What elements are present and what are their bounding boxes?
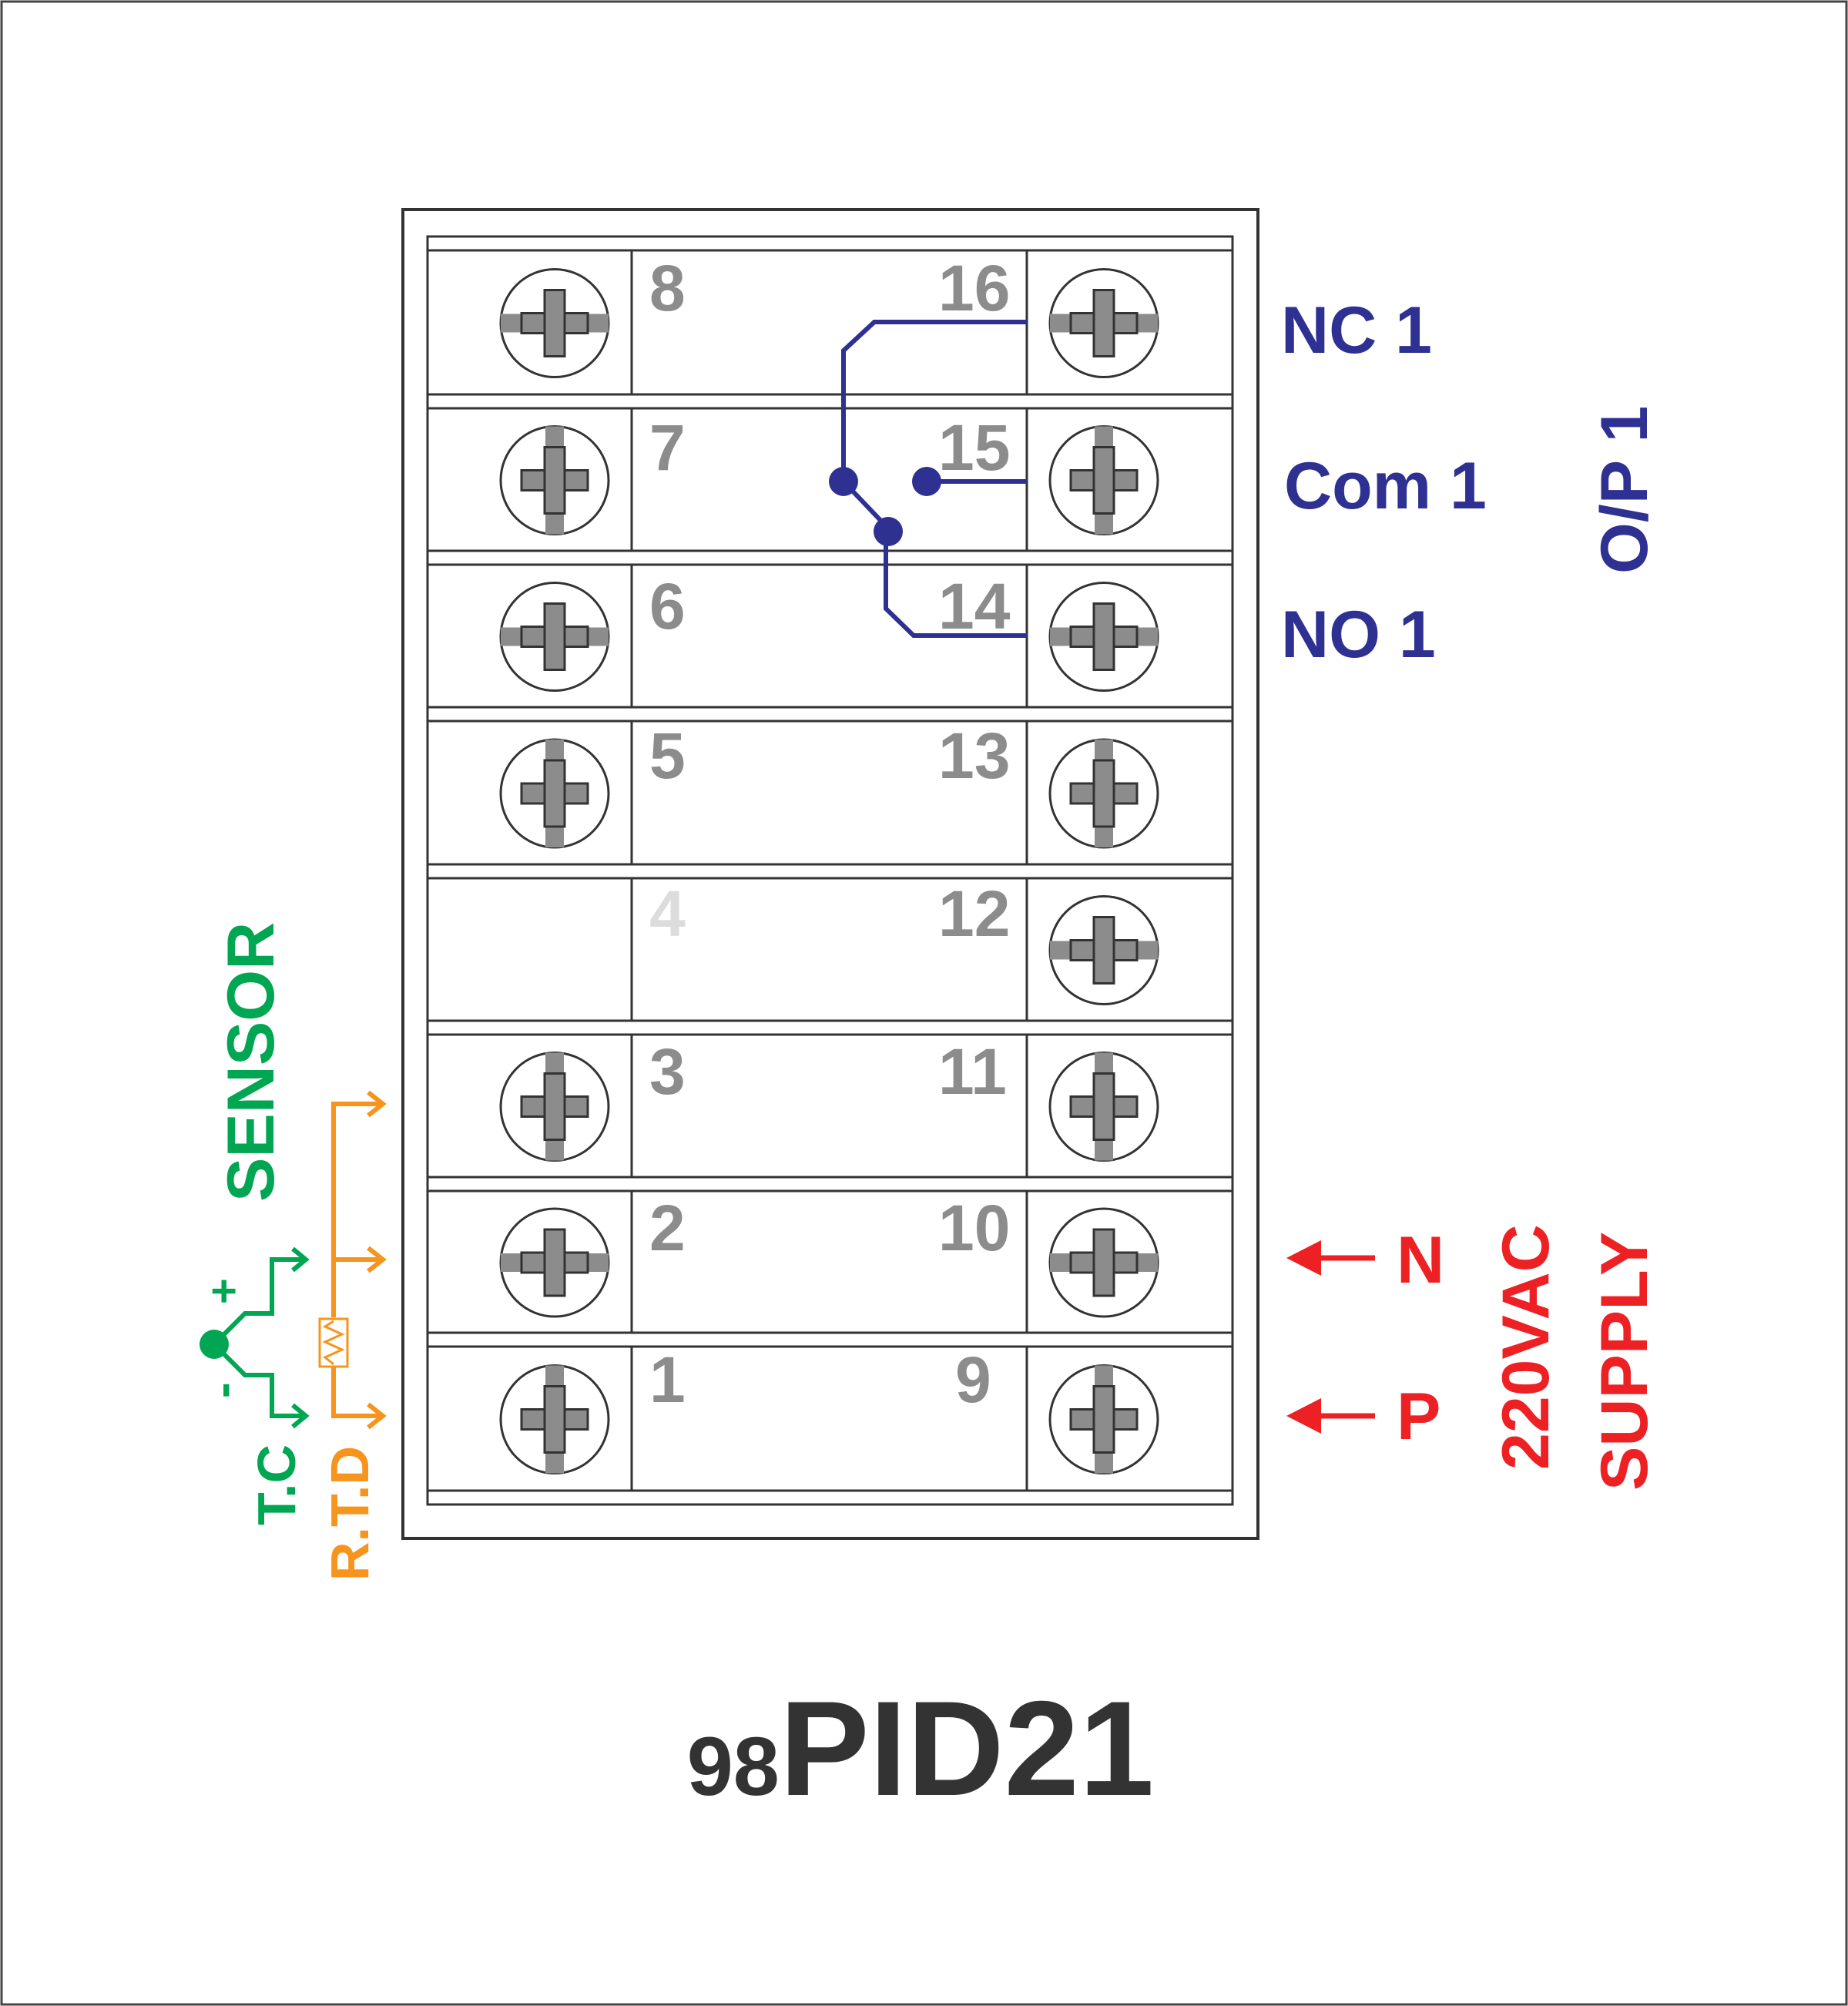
rtd-wire-top [331, 1102, 380, 1317]
supply-labels: N P 220VAC SUPPLY [1397, 1223, 1662, 1491]
screw-icon-2 [499, 1207, 610, 1318]
tc-label: T.C [247, 1444, 307, 1525]
no-label: NO 1 [1281, 598, 1436, 672]
tc-minus-label: - [196, 1382, 250, 1398]
screw-icon-8 [499, 268, 610, 378]
rtd-wire-bottom [331, 1367, 380, 1418]
sensor-label: SENSOR [214, 922, 288, 1202]
separator-rail [426, 1176, 1234, 1193]
terminal-numbers: 8 7 6 5 4 3 2 1 16 15 14 13 12 11 10 9 [649, 252, 1011, 1416]
terminal-number-14: 14 [938, 570, 1011, 642]
separator-rail [426, 549, 1234, 566]
model-prefix: 98 [687, 1719, 780, 1813]
output-labels: NC 1 Com 1 NO 1 O/P 1 [1281, 294, 1662, 672]
rtd-arrowhead-1 [367, 1402, 387, 1430]
supply-voltage-label: 220VAC [1489, 1224, 1563, 1470]
tc-plus-wire [212, 1257, 303, 1347]
sensor-labels: SENSOR + - T.C R.T.D [196, 922, 380, 1581]
screw-icon-9 [1048, 1364, 1159, 1474]
tc-junction-dot [200, 1330, 229, 1359]
tc-arrowhead-plus [291, 1246, 310, 1273]
screw-icon-13 [1048, 738, 1159, 849]
output-group-label: O/P 1 [1588, 406, 1662, 574]
screw-icon-3 [499, 1052, 610, 1162]
rtd-label: R.T.D [320, 1446, 380, 1581]
terminal-number-9: 9 [955, 1343, 991, 1416]
terminal-number-5: 5 [649, 720, 686, 792]
separator-rail [426, 393, 1234, 410]
phase-label: P [1397, 1380, 1441, 1454]
separator-rail [426, 863, 1234, 880]
terminal-number-16: 16 [938, 252, 1010, 324]
terminal-box-4 [426, 877, 633, 1022]
screw-icon-14 [1048, 582, 1159, 692]
relay-contact-dots [829, 467, 941, 546]
nc-wire [841, 320, 1027, 481]
terminal-number-6: 6 [649, 570, 686, 642]
terminal-number-8: 8 [649, 252, 686, 324]
screw-icon-15 [1048, 425, 1159, 535]
terminal-number-4: 4 [649, 877, 686, 950]
tc-minus-wire [212, 1342, 303, 1418]
left-terminal-column [426, 249, 633, 1492]
terminal-number-13: 13 [938, 720, 1010, 792]
neutral-label: N [1397, 1223, 1444, 1297]
tc-wiring [212, 1246, 310, 1429]
tc-plus-label: + [199, 1278, 249, 1304]
screw-icon-6 [499, 582, 610, 692]
com-label: Com 1 [1284, 449, 1487, 523]
terminal-number-7: 7 [649, 411, 686, 484]
relay-pivot-dot [829, 467, 858, 496]
rtd-arrowhead-2 [367, 1246, 387, 1273]
neutral-arrow-head [1286, 1240, 1321, 1276]
terminal-number-3: 3 [649, 1035, 686, 1108]
terminal-number-15: 15 [938, 411, 1010, 484]
terminal-number-12: 12 [938, 877, 1010, 950]
separator-rail [426, 1331, 1234, 1348]
screw-icon-10 [1048, 1207, 1159, 1318]
relay-arm-dot [874, 517, 903, 546]
separator-rail [426, 1019, 1234, 1036]
separator-rail [426, 235, 1234, 252]
model-name: 98PID21 [687, 1674, 1155, 1824]
no-wire [884, 532, 1027, 638]
rtd-resistor-icon [318, 1317, 349, 1368]
rtd-wiring [331, 1090, 387, 1430]
relay-com-dot [912, 467, 941, 496]
nc-label: NC 1 [1281, 294, 1432, 367]
terminal-number-10: 10 [938, 1192, 1010, 1264]
screw-icon-12 [1048, 895, 1159, 1005]
separator-rail [426, 706, 1234, 723]
screw-icon-16 [1048, 268, 1159, 378]
screw-icon-5 [499, 738, 610, 849]
terminal-number-1: 1 [649, 1343, 686, 1416]
tc-arrowhead-minus [291, 1403, 310, 1429]
screw-icon-11 [1048, 1052, 1159, 1162]
screw-icon-7 [499, 425, 610, 535]
terminal-number-2: 2 [649, 1192, 686, 1264]
separator-rail [426, 1489, 1234, 1506]
right-terminal-column [1025, 249, 1234, 1492]
model-name-main: PID21 [780, 1674, 1154, 1824]
supply-arrows [1286, 1240, 1375, 1434]
screw-icon-1 [499, 1364, 610, 1474]
rtd-arrowhead-3 [367, 1090, 387, 1118]
terminal-number-11: 11 [938, 1035, 1007, 1108]
separator-rails [426, 235, 1234, 1506]
phase-arrow-head [1286, 1398, 1321, 1434]
supply-label: SUPPLY [1588, 1232, 1662, 1491]
